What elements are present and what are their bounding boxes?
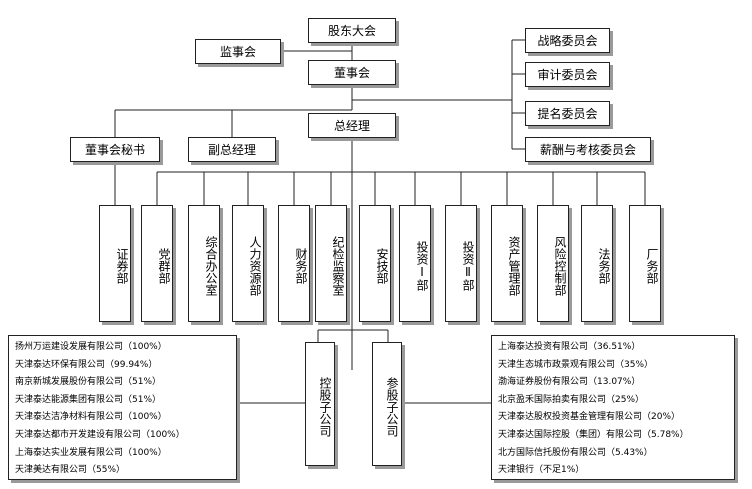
general-manager-label: 总经理 bbox=[333, 119, 370, 133]
department-box: 投资Ⅰ部 bbox=[399, 205, 431, 322]
committee-label: 提名委员会 bbox=[537, 107, 598, 121]
list-item: 天津泰达环保有限公司（99.94%） bbox=[15, 359, 158, 370]
department-box: 资产管理部 bbox=[491, 205, 523, 322]
committee-strategy: 战略委员会 bbox=[525, 28, 610, 53]
department-label: 投资Ⅰ部 bbox=[415, 240, 429, 291]
list-item: 天津泰达洁净材料有限公司（100%） bbox=[15, 412, 167, 423]
committee-label: 战略委员会 bbox=[537, 34, 598, 48]
department-label: 纪检监察室 bbox=[331, 235, 345, 296]
department-box: 安技部 bbox=[359, 205, 391, 322]
list-item: 北京盈禾国际拍卖有限公司（25%） bbox=[498, 394, 645, 405]
participating-subsidiaries-box: 参股子公司 bbox=[372, 342, 402, 466]
holding-companies-list: 扬州万运建设发展有限公司（100%） 天津泰达环保有限公司（99.94%） 南京… bbox=[8, 335, 237, 480]
shareholders-meeting-box: 股东大会 bbox=[308, 18, 396, 43]
holding-subsidiaries-box: 控股子公司 bbox=[305, 342, 335, 466]
department-box: 财务部 bbox=[278, 205, 310, 322]
department-label: 党群部 bbox=[157, 247, 171, 284]
deputy-general-manager-box: 副总经理 bbox=[188, 137, 276, 162]
participating-subsidiaries-label: 参股子公司 bbox=[385, 377, 399, 437]
board-secretary-label: 董事会秘书 bbox=[84, 143, 145, 157]
holding-subsidiaries-label: 控股子公司 bbox=[318, 377, 332, 437]
board-of-directors-label: 董事会 bbox=[333, 66, 370, 80]
department-label: 证券部 bbox=[115, 247, 129, 284]
general-manager-box: 总经理 bbox=[308, 113, 396, 138]
participating-companies-list: 上海泰达投资有限公司（36.51%） 天津生态城市政景观有限公司（35%） 渤海… bbox=[491, 335, 735, 480]
board-of-directors-box: 董事会 bbox=[308, 60, 396, 85]
department-box: 厂务部 bbox=[629, 205, 661, 322]
list-item: 上海泰达实业发展有限公司（100%） bbox=[15, 447, 167, 458]
deputy-general-manager-label: 副总经理 bbox=[207, 143, 256, 157]
committee-nomination: 提名委员会 bbox=[525, 101, 610, 126]
committee-compensation: 薪酬与考核委员会 bbox=[525, 137, 651, 162]
department-box: 综合办公室 bbox=[188, 205, 220, 322]
list-item: 天津泰达都市开发建设有限公司（100%） bbox=[15, 429, 185, 440]
department-box: 党群部 bbox=[141, 205, 173, 322]
department-label: 综合办公室 bbox=[204, 235, 218, 296]
department-box: 证券部 bbox=[99, 205, 131, 322]
list-item: 天津美达有限公司（55%） bbox=[15, 465, 126, 476]
department-label: 厂务部 bbox=[645, 247, 659, 284]
list-item: 北方国际信托股份有限公司（5.43%） bbox=[498, 447, 653, 458]
department-box: 纪检监察室 bbox=[315, 205, 347, 322]
department-box: 法务部 bbox=[581, 205, 613, 322]
board-secretary-box: 董事会秘书 bbox=[70, 137, 160, 162]
department-label: 安技部 bbox=[375, 247, 389, 284]
department-label: 法务部 bbox=[597, 247, 611, 284]
list-item: 天津泰达股权投资基金管理有限公司（20%） bbox=[498, 412, 681, 423]
shareholders-meeting-label: 股东大会 bbox=[327, 24, 376, 38]
list-item: 天津泰达国际控股（集团）有限公司（5.78%） bbox=[498, 429, 689, 440]
list-item: 南京新城发展股份有限公司（51%） bbox=[15, 377, 162, 388]
department-label: 投资Ⅱ部 bbox=[461, 240, 475, 291]
committee-label: 审计委员会 bbox=[537, 68, 598, 82]
list-item: 天津泰达能源集团有限公司（51%） bbox=[15, 394, 162, 405]
supervisory-board-box: 监事会 bbox=[195, 39, 281, 64]
department-label: 风险控制部 bbox=[553, 235, 567, 296]
list-item: 扬州万运建设发展有限公司（100%） bbox=[15, 342, 167, 352]
department-label: 人力资源部 bbox=[248, 235, 262, 296]
supervisory-board-label: 监事会 bbox=[219, 45, 256, 59]
list-item: 天津生态城市政景观有限公司（35%） bbox=[498, 359, 654, 370]
committee-audit: 审计委员会 bbox=[525, 62, 610, 87]
department-label: 财务部 bbox=[294, 247, 308, 284]
department-box: 人力资源部 bbox=[232, 205, 264, 322]
list-item: 上海泰达投资有限公司（36.51%） bbox=[498, 342, 641, 352]
committee-label: 薪酬与考核委员会 bbox=[539, 143, 636, 157]
list-item: 渤海证券股份有限公司（13.07%） bbox=[498, 377, 641, 388]
list-item: 天津银行（不足1%） bbox=[498, 465, 585, 476]
department-label: 资产管理部 bbox=[507, 235, 521, 296]
department-box: 风险控制部 bbox=[537, 205, 569, 322]
department-box: 投资Ⅱ部 bbox=[445, 205, 477, 322]
